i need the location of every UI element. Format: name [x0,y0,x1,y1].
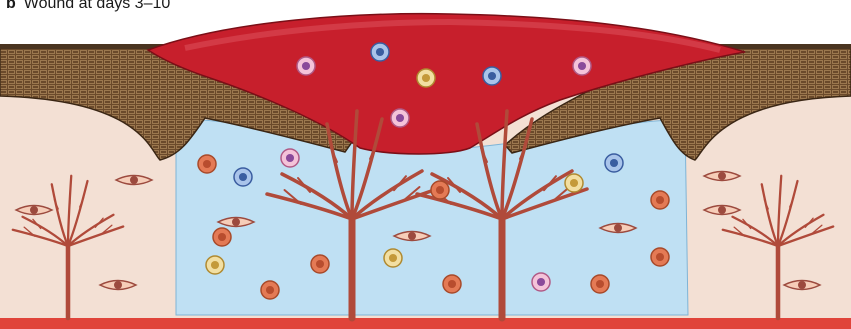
tissue-cell-lymphocyte [206,256,224,274]
tissue-cell-macrophage [234,168,252,186]
clot-cell-lymphocyte [417,69,435,87]
tissue-cell-fibroblast [431,181,449,199]
clot-cell-neutrophil [297,57,315,75]
tissue-cell-fibroblast [591,275,609,293]
tissue-cell-fibroblast [443,275,461,293]
panel-letter: b [6,0,16,12]
clot-cell-macrophage [371,43,389,61]
base-vessel [0,318,851,329]
tissue-cell-macrophage [605,154,623,172]
clot-cell-neutrophil [391,109,409,127]
tissue-cell-fibroblast [261,281,279,299]
tissue-cell-fibroblast [213,228,231,246]
panel-title: Wound at days 3–10 [24,0,170,12]
tissue-cell-neutrophil [281,149,299,167]
tissue-cell-fibroblast [651,191,669,209]
figure-caption: b Wound at days 3–10 [6,0,170,14]
tissue-cell-fibroblast [198,155,216,173]
tissue-cell-fibroblast [311,255,329,273]
clot-cell-neutrophil [573,57,591,75]
tissue-cell-fibroblast [651,248,669,266]
tissue-cell-neutrophil [532,273,550,291]
tissue-cell-lymphocyte [565,174,583,192]
clot-cell-macrophage [483,67,501,85]
tissue-cell-lymphocyte [384,249,402,267]
